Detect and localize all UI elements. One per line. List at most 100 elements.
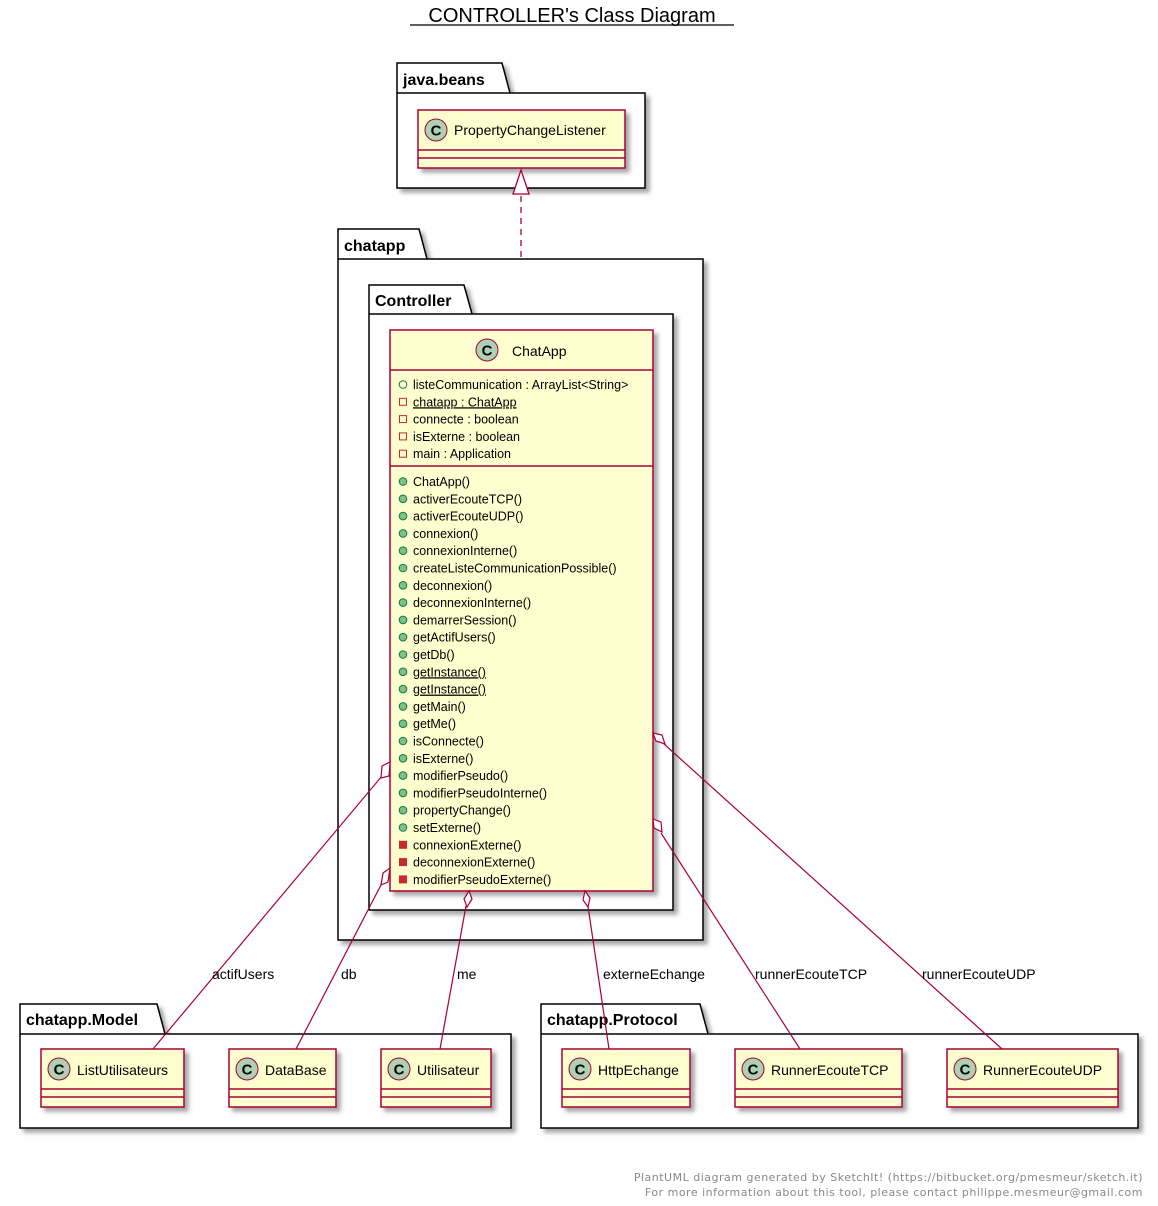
public-visibility-icon xyxy=(398,529,408,538)
class-field: main : Application xyxy=(399,447,511,461)
svg-text:C: C xyxy=(748,1062,759,1079)
class-method: connexionExterne() xyxy=(399,838,521,852)
class-stereotype-icon: C xyxy=(424,118,448,142)
class-name-database: DataBase xyxy=(265,1062,327,1078)
realization-arrowhead xyxy=(512,167,530,195)
class-runner-ecoute-tcp[interactable] xyxy=(734,1048,903,1108)
public-visibility-icon xyxy=(398,615,408,625)
footer-line-2: For more information about this tool, pl… xyxy=(645,1186,1143,1199)
method-text: deconnexionInterne() xyxy=(413,596,531,610)
package-label-chatapp: chatapp xyxy=(344,238,406,255)
class-method: isConnecte() xyxy=(398,735,484,749)
method-text: setExterne() xyxy=(413,821,481,835)
chatapp-methods: ChatApp()activerEcouteTCP()activerEcoute… xyxy=(398,475,617,887)
class-stereotype-icon: C xyxy=(953,1057,977,1081)
method-text: connexionInterne() xyxy=(413,544,517,558)
association-label-me: me xyxy=(457,966,477,982)
method-text: modifierPseudo() xyxy=(413,769,508,783)
public-visibility-icon xyxy=(398,581,408,590)
svg-text:C: C xyxy=(242,1062,253,1079)
class-method: modifierPseudo() xyxy=(398,769,508,783)
class-name-chatapp: ChatApp xyxy=(512,343,567,359)
private-visibility-icon xyxy=(399,449,407,458)
public-visibility-icon xyxy=(398,823,408,832)
class-method: getInstance() xyxy=(398,665,486,679)
class-name-runner-ecoute-tcp: RunnerEcouteTCP xyxy=(771,1062,889,1078)
class-field: connecte : boolean xyxy=(399,413,519,427)
method-text: getMe() xyxy=(413,717,456,731)
chatapp-fields: listeCommunication : ArrayList<String> ch… xyxy=(398,378,628,461)
class-property-change-listener[interactable] xyxy=(417,109,626,169)
class-method: setExterne() xyxy=(398,821,481,835)
class-method: createListeCommunicationPossible() xyxy=(398,562,617,576)
class-stereotype-icon: C xyxy=(387,1057,411,1081)
association-externe-echange xyxy=(582,889,610,1050)
public-visibility-icon xyxy=(398,754,408,763)
method-text: connexion() xyxy=(413,527,478,541)
association-me xyxy=(439,889,473,1050)
public-visibility-icon xyxy=(398,563,408,573)
class-chatapp[interactable] xyxy=(389,329,654,892)
public-visibility-icon xyxy=(398,380,408,389)
class-field: chatapp : ChatApp xyxy=(399,395,517,409)
package-label-chatapp-protocol: chatapp.Protocol xyxy=(547,1012,678,1029)
class-method: deconnexionExterne() xyxy=(399,856,535,870)
private-visibility-icon xyxy=(399,432,407,441)
public-visibility-icon xyxy=(398,546,408,556)
svg-text:C: C xyxy=(960,1062,971,1079)
class-runner-ecoute-udp[interactable] xyxy=(946,1048,1119,1108)
class-method: propertyChange() xyxy=(398,804,511,818)
public-visibility-icon xyxy=(398,667,408,677)
association-actif-users xyxy=(152,760,391,1050)
public-visibility-icon xyxy=(398,771,408,780)
class-method: getMe() xyxy=(398,717,456,731)
private-visibility-icon xyxy=(399,858,407,867)
public-visibility-icon xyxy=(398,702,408,711)
method-text: isConnecte() xyxy=(413,735,484,749)
association-label-db: db xyxy=(341,966,357,982)
class-name-utilisateur: Utilisateur xyxy=(417,1062,480,1078)
public-visibility-icon xyxy=(398,632,408,642)
class-name-http-echange: HttpEchange xyxy=(598,1062,679,1078)
private-visibility-icon xyxy=(399,397,407,406)
class-field: listeCommunication : ArrayList<String> xyxy=(398,378,628,392)
association-runner-ecoute-udp xyxy=(652,732,1003,1050)
class-method: activerEcouteTCP() xyxy=(398,492,522,506)
method-text: getInstance() xyxy=(413,665,486,679)
method-text: modifierPseudoInterne() xyxy=(413,786,547,800)
class-field: isExterne : boolean xyxy=(399,430,520,444)
association-runner-ecoute-tcp xyxy=(652,818,801,1050)
class-name-list-utilisateurs: ListUtilisateurs xyxy=(77,1062,168,1078)
class-name-property-change-listener: PropertyChangeListener xyxy=(454,122,606,138)
svg-text:C: C xyxy=(575,1062,586,1079)
public-visibility-icon xyxy=(398,805,408,815)
method-text: activerEcouteUDP() xyxy=(413,510,523,524)
method-text: isExterne() xyxy=(413,752,473,766)
class-method: connexion() xyxy=(398,527,478,541)
public-visibility-icon xyxy=(398,511,408,521)
public-visibility-icon xyxy=(398,650,408,659)
field-text: isExterne : boolean xyxy=(413,430,520,444)
method-text: activerEcouteTCP() xyxy=(413,492,522,506)
field-text: chatapp : ChatApp xyxy=(413,395,517,409)
class-method: activerEcouteUDP() xyxy=(398,510,523,524)
association-label-actif-users: actifUsers xyxy=(212,966,274,982)
class-stereotype-icon: C xyxy=(568,1057,592,1081)
class-method: isExterne() xyxy=(398,752,473,766)
class-method: getMain() xyxy=(398,700,466,714)
class-method: getDb() xyxy=(398,648,455,662)
method-text: connexionExterne() xyxy=(413,838,521,852)
class-method: demarrerSession() xyxy=(398,613,517,627)
private-visibility-icon xyxy=(399,840,407,849)
class-method: getActifUsers() xyxy=(398,631,496,645)
method-text: getDb() xyxy=(413,648,455,662)
class-method: connexionInterne() xyxy=(398,544,517,558)
public-visibility-icon xyxy=(398,788,408,798)
method-text: getActifUsers() xyxy=(413,631,496,645)
method-text: deconnexion() xyxy=(413,579,492,593)
method-text: deconnexionExterne() xyxy=(413,856,535,870)
association-label-runner-ecoute-udp: runnerEcouteUDP xyxy=(922,966,1036,982)
svg-text:C: C xyxy=(482,343,493,360)
footer-line-1: PlantUML diagram generated by SketchIt! … xyxy=(634,1171,1143,1184)
private-visibility-icon xyxy=(399,875,407,884)
